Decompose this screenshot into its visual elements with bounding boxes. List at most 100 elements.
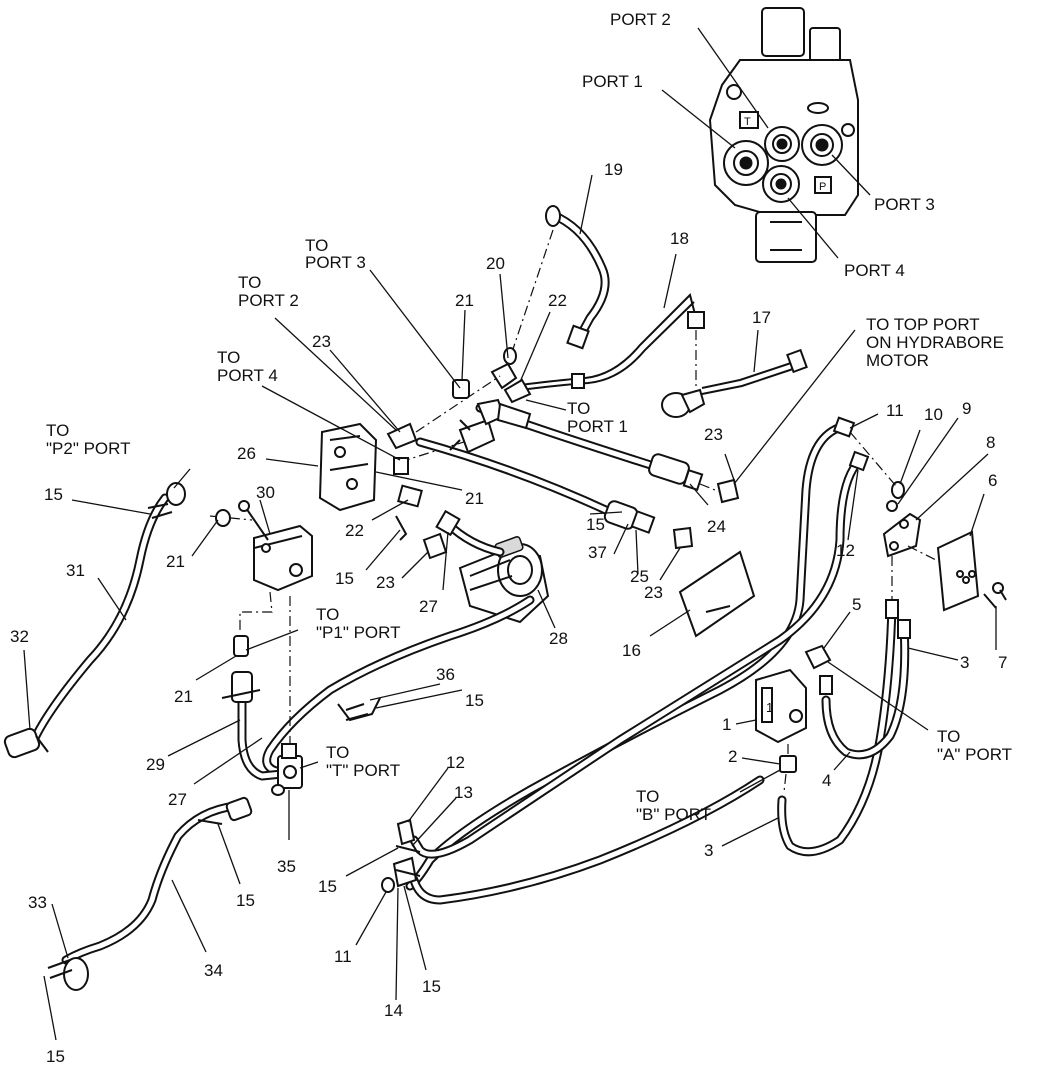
centerline-24: [699, 483, 721, 493]
item-23-low: 23: [644, 583, 663, 602]
to-p2-line2: "P2" PORT: [46, 439, 131, 458]
item-21-mid: 21: [465, 489, 484, 508]
priority-valve-30: [238, 500, 313, 592]
tube-17: [661, 348, 808, 418]
item-15-mid: 15: [335, 569, 354, 588]
item-34: 34: [204, 961, 223, 980]
valve-1-marking: 1: [766, 700, 773, 715]
hose-4: [819, 619, 911, 760]
port3-label: PORT 3: [874, 195, 935, 214]
item-7: 7: [998, 653, 1007, 672]
item-15-tee-lower: 15: [422, 977, 441, 996]
item-29: 29: [146, 755, 165, 774]
item-22-top: 22: [548, 291, 567, 310]
fitting-18-tee: [449, 398, 532, 454]
fitting-21-p1: [233, 635, 249, 657]
leader-port4: [787, 197, 839, 259]
port1-label: PORT 1: [582, 72, 643, 91]
item-1: 1: [722, 715, 731, 734]
clamp-15-mid: [395, 515, 408, 541]
item-27-top: 27: [419, 597, 438, 616]
item-3-right: 3: [960, 653, 969, 672]
item-19: 19: [604, 160, 623, 179]
item-28: 28: [549, 629, 568, 648]
to-port4-line2: PORT 4: [217, 366, 278, 385]
fitting-22-upper: [503, 378, 532, 404]
item-2: 2: [728, 747, 737, 766]
plate-6: [936, 530, 980, 612]
item-18: 18: [670, 229, 689, 248]
item-3-bottom: 3: [704, 841, 713, 860]
centerline-port4: [399, 439, 471, 463]
leader-lines: [23, 174, 997, 1041]
tube-18: [519, 293, 705, 391]
leader-port2: [697, 27, 769, 129]
item-27-bottom: 27: [168, 790, 187, 809]
item-22-mid: 22: [345, 521, 364, 540]
to-port3-line2: PORT 3: [305, 253, 366, 272]
fitting-20: [490, 347, 518, 390]
fitting-23-upper: [386, 422, 418, 450]
hose-27-upper: [435, 509, 505, 557]
item-10: 10: [924, 405, 943, 424]
item-25: 25: [630, 567, 649, 586]
control-valve: T P: [708, 7, 859, 263]
to-port3-line1: TO: [305, 236, 328, 255]
item-16: 16: [622, 641, 641, 660]
item-13: 13: [454, 783, 473, 802]
item-21-p2: 21: [166, 552, 185, 571]
to-p2-line1: TO: [46, 421, 69, 440]
pump-28: [458, 536, 550, 624]
item-20: 20: [486, 254, 505, 273]
hose-25: [415, 437, 694, 550]
valve-t-marking: T: [744, 116, 751, 128]
fitting-2: [779, 755, 797, 773]
item-15-left: 15: [44, 485, 63, 504]
item-8: 8: [986, 433, 995, 452]
hose-27-lower: [262, 595, 535, 777]
gasket-16: [678, 550, 756, 638]
item-33: 33: [28, 893, 47, 912]
clamp-36: [337, 697, 381, 722]
item-11-top: 11: [886, 401, 904, 420]
to-top-line1: TO TOP PORT: [866, 315, 980, 334]
to-port2-line1: TO: [238, 273, 261, 292]
to-b-line2: "B" PORT: [636, 805, 711, 824]
centerline-19: [511, 229, 554, 353]
to-p1-line1: TO: [316, 605, 339, 624]
port4-label: PORT 4: [844, 261, 905, 280]
hose-branch-14: [409, 775, 765, 905]
tee-fittings-12-13-14: [381, 818, 421, 893]
item-31: 31: [66, 561, 85, 580]
item-21-top: 21: [455, 291, 474, 310]
item-23-mid: 23: [376, 573, 395, 592]
bracket-8: [882, 512, 922, 558]
item-35: 35: [277, 857, 296, 876]
to-port2-line2: PORT 2: [238, 291, 299, 310]
item-12-bottom: 12: [446, 753, 465, 772]
item-23-top: 23: [312, 332, 331, 351]
fitting-5: [804, 644, 832, 670]
to-port1-line2: PORT 1: [567, 417, 628, 436]
hose-19: [545, 205, 610, 350]
hose-3-upper: [777, 599, 899, 857]
section-valve-26: [318, 422, 409, 512]
bolts-7: [983, 582, 1007, 609]
item-15-clamp: 15: [465, 691, 484, 710]
fitting-9: [886, 500, 898, 512]
item-5: 5: [852, 595, 861, 614]
item-14: 14: [384, 1001, 403, 1020]
item-30: 30: [256, 483, 275, 502]
valve-p-marking: P: [819, 181, 826, 193]
item-9: 9: [962, 399, 971, 418]
item-36: 36: [436, 665, 455, 684]
centerline-p1: [239, 591, 273, 632]
item-15-right: 15: [586, 515, 605, 534]
centerline-fitting2: [783, 773, 787, 793]
fitting-23-lower: [422, 532, 448, 560]
to-port4-line1: TO: [217, 348, 240, 367]
item-23-right: 23: [704, 425, 723, 444]
item-11-bottom: 11: [334, 947, 352, 966]
to-a-line1: TO: [937, 727, 960, 746]
to-top-line3: MOTOR: [866, 351, 929, 370]
